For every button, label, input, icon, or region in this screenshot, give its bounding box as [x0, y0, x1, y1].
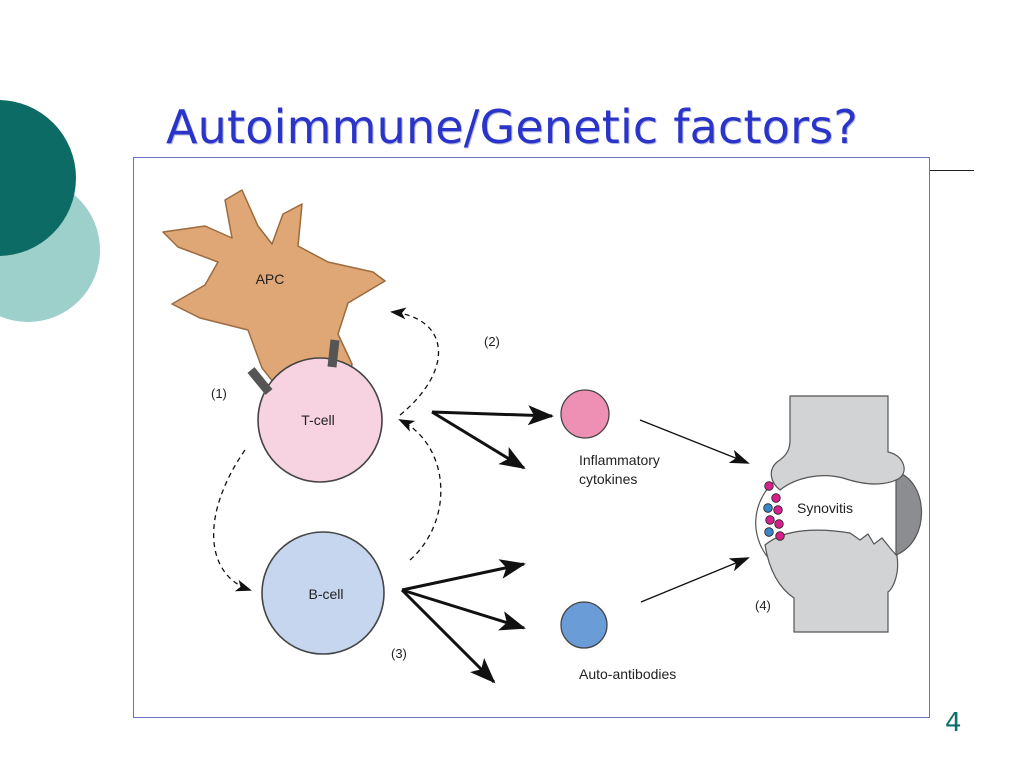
arrow-bcell-to-antibodies — [401, 588, 526, 631]
marker-step2: (2) — [484, 334, 500, 349]
diagram-frame — [133, 157, 930, 718]
b-cell-label: B-cell — [308, 586, 343, 602]
arrow-antibodies-to-joint — [640, 557, 750, 603]
page-number: 4 — [945, 708, 962, 738]
cytokine-molecule — [560, 389, 610, 439]
slide-title: Autoimmune/Genetic factors? — [166, 100, 858, 154]
synovium-bulge — [895, 471, 923, 556]
arrow-bcell-down — [400, 588, 496, 684]
inflammatory-cells — [763, 481, 785, 541]
t-cell — [257, 357, 383, 483]
lower-bone — [764, 529, 899, 633]
apc-label: APC — [256, 271, 285, 287]
title-rule — [930, 170, 974, 171]
marker-step1: (1) — [211, 386, 227, 401]
decorative-circle-dark — [0, 100, 76, 256]
autoantibodies-label: Auto-antibodies — [579, 666, 676, 682]
arrow-tcell-down — [431, 410, 526, 470]
upper-bone — [770, 395, 905, 491]
diagram: APC T-cell B-cell (1) (2) (3) (4) Inflam… — [162, 189, 923, 684]
cytokines-label: Inflammatory cytokines — [579, 452, 664, 487]
marker-step4: (4) — [755, 598, 771, 613]
b-cell — [261, 531, 385, 655]
marker-step3: (3) — [391, 646, 407, 661]
antibody-molecule — [560, 601, 608, 649]
dashed-arrow-tcell-to-bcell — [213, 449, 252, 592]
receptor-bond-right — [327, 339, 340, 368]
synovitis-label: Synovitis — [797, 500, 853, 516]
t-cell-label: T-cell — [301, 412, 334, 428]
arrow-tcell-to-cytokines — [431, 405, 554, 426]
arrow-bcell-up — [401, 559, 526, 592]
arrow-cytokines-to-joint — [639, 419, 750, 464]
receptor-bond-left — [247, 367, 273, 395]
joint: Synovitis — [755, 395, 923, 633]
dashed-arrow-bcell-to-tcell — [398, 419, 442, 561]
